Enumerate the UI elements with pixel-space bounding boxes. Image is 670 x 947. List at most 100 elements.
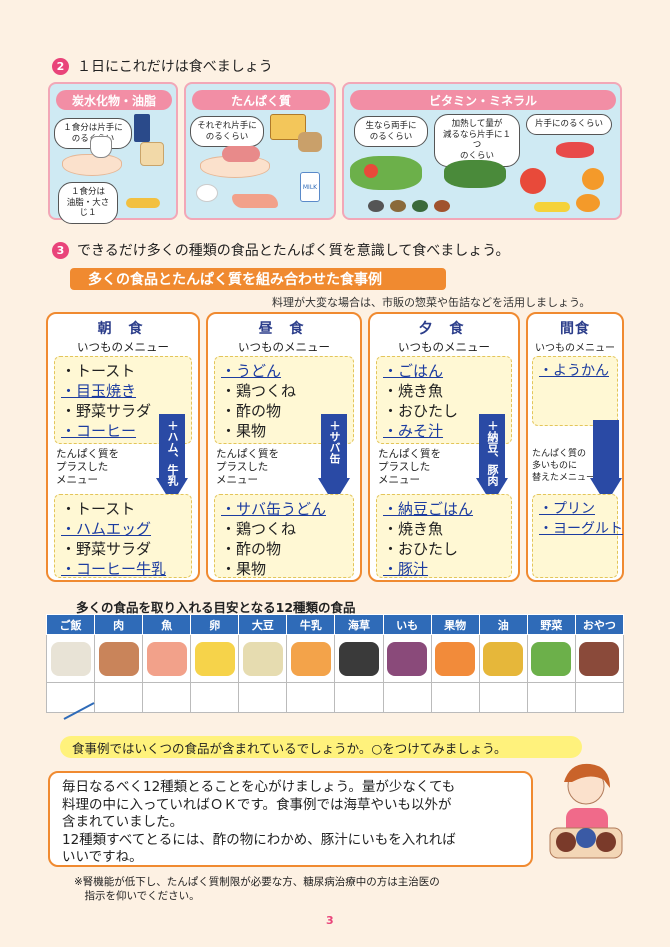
- medical-footnote: ※腎機能が低下し、たんぱく質制限が必要な方、糖尿病治療中の方は主治医の 指示を仰…: [74, 875, 440, 903]
- meal-dinner: 夕 食 いつものメニュー ・ごはん ・焼き魚 ・おひたし ・みそ汁 たんぱく質を…: [368, 312, 520, 582]
- circle-mark-cell[interactable]: [94, 682, 144, 713]
- down-arrow-icon: ＋ハム、牛乳: [152, 414, 192, 504]
- food-column-header: 海草: [334, 614, 384, 635]
- arrow-addition-label: ＋ハム、牛乳: [166, 420, 179, 486]
- food-image-cell: [574, 634, 625, 683]
- protein-plus-label: たんぱく質を プラスした メニュー: [56, 448, 119, 486]
- circle-mark-cell[interactable]: [190, 682, 240, 713]
- section-number-badge: 3: [52, 241, 69, 259]
- tomato-illustration: [364, 164, 378, 178]
- meal-lunch: 昼 食 いつものメニュー ・うどん ・鶏つくね ・酢の物 ・果物 たんぱく質を …: [206, 312, 362, 582]
- usual-menu-list: ・ようかん: [532, 356, 618, 426]
- section-number-badge: 2: [52, 57, 69, 75]
- section2-title: １日にこれだけは食べましょう: [77, 59, 273, 75]
- menu-item: ・鶏つくね: [221, 520, 297, 538]
- side-dish-illustration: [390, 200, 406, 212]
- menu-item: ・うどん: [221, 362, 282, 380]
- food-column-header: 肉: [94, 614, 144, 635]
- food-column-header: 魚: [142, 614, 192, 635]
- food-table-title: 多くの食品を取り入れる目安となる12種類の食品: [76, 600, 356, 615]
- section3-header: 3 できるだけ多くの種類の食品とたんぱく質を意識して食べましょう。: [52, 240, 509, 260]
- food-image-cell: [286, 634, 336, 683]
- food-illustration: [290, 641, 331, 676]
- circle-mark-cell[interactable]: [142, 682, 192, 713]
- food-image-cell: [142, 634, 192, 683]
- usual-menu-label: いつものメニュー: [535, 343, 615, 354]
- section3-title: できるだけ多くの種類の食品とたんぱく質を意識して食べましょう。: [77, 243, 510, 259]
- meal-examples-subtitle: 多くの食品とたんぱく質を組み合わせた食事例: [70, 268, 446, 290]
- carbs-panel: 炭水化物・油脂 １食分は片手に のるくらい １食分は 油脂・大さじ１: [48, 82, 178, 224]
- food-illustration: [146, 641, 187, 676]
- circle-mark-cell[interactable]: [45, 682, 96, 713]
- food-column-header: 牛乳: [286, 614, 336, 635]
- table-image-row: [45, 634, 625, 683]
- table-mark-row: [45, 682, 625, 713]
- protein-plus-label: たんぱく質を プラスした メニュー: [378, 448, 441, 486]
- usual-menu-label: いつものメニュー: [238, 340, 330, 354]
- vitamin-bubble-cooked: 加熱して量が 減るなら片手に１つ のくらい: [434, 114, 520, 167]
- advice-line: 12種類すべてとるには、酢の物にわかめ、豚汁にいもを入れれば: [62, 831, 456, 848]
- protein-panel: たんぱく質 それぞれ片手に のるくらい MILK: [184, 82, 336, 220]
- menu-item: ・鶏つくね: [221, 382, 297, 400]
- orange-illustration: [582, 168, 604, 190]
- food-illustration: [579, 641, 620, 676]
- vitamin-bubble-raw: 生なら両手に のるくらい: [354, 116, 428, 148]
- protein-menu-list: ・プリン ・ヨーグルト: [532, 494, 623, 578]
- menu-item: ・プリン: [539, 501, 595, 517]
- menu-item: ・果物: [221, 422, 267, 440]
- twelve-foods-table: ご飯肉魚卵大豆牛乳海草いも果物油野菜おやつ: [45, 614, 625, 713]
- menu-item: ・コーヒー牛乳: [61, 560, 167, 578]
- menu-item: ・野菜サラダ: [61, 540, 152, 558]
- banana-illustration: [534, 202, 570, 212]
- food-image-cell: [478, 634, 528, 683]
- food-column-header: ご飯: [45, 614, 96, 635]
- food-illustration: [242, 641, 283, 676]
- menu-item: ・果物: [221, 560, 267, 578]
- circle-mark-cell[interactable]: [478, 682, 528, 713]
- food-illustration: [194, 641, 235, 676]
- protein-plus-label: たんぱく質の 多いものに 替えたメニュー: [532, 449, 596, 483]
- carbs-bubble-oil: １食分は 油脂・大さじ１: [58, 182, 118, 224]
- down-arrow-icon: ＋納豆、豚肉: [472, 414, 512, 504]
- circle-mark-cell[interactable]: [430, 682, 480, 713]
- circle-mark-cell[interactable]: [382, 682, 432, 713]
- carbs-panel-title: 炭水化物・油脂: [56, 90, 172, 110]
- food-image-cell: [45, 634, 96, 683]
- food-illustration: [339, 641, 379, 676]
- vitamin-bubble-fruit: 片手にのるくらい: [526, 114, 612, 135]
- footnote-line: ※腎機能が低下し、たんぱく質制限が必要な方、糖尿病治療中の方は主治医の: [74, 876, 440, 888]
- circle-mark-cell[interactable]: [238, 682, 288, 713]
- menu-item: ・トースト: [61, 500, 136, 518]
- usual-menu-list: ・トースト ・目玉焼き ・野菜サラダ ・コーヒー: [54, 356, 192, 444]
- protein-menu-list: ・サバ缶うどん ・鶏つくね ・酢の物 ・果物: [214, 494, 354, 578]
- menu-item: ・ようかん: [539, 363, 609, 379]
- food-column-header: 卵: [190, 614, 240, 635]
- natto-illustration: [298, 132, 322, 152]
- menu-item: ・サバ缶うどん: [221, 500, 327, 518]
- circle-mark-cell[interactable]: [526, 682, 576, 713]
- meal-title: 間食: [560, 321, 590, 337]
- food-illustration: [531, 641, 572, 676]
- protein-plus-label: たんぱく質を プラスした メニュー: [216, 448, 279, 486]
- salad-illustration: [350, 156, 422, 190]
- circle-mark-cell[interactable]: [286, 682, 336, 713]
- circle-mark-cell[interactable]: [334, 682, 384, 713]
- snack-bag-illustration: [134, 114, 150, 142]
- strawberries-illustration: [556, 142, 594, 158]
- menu-item: ・おひたし: [383, 540, 459, 558]
- apple-illustration: [520, 168, 546, 194]
- menu-item: ・おひたし: [383, 402, 459, 420]
- meat-illustration: [222, 146, 260, 162]
- food-image-cell: [238, 634, 288, 683]
- circle-mark-cell[interactable]: [574, 682, 625, 713]
- menu-item: ・豚汁: [383, 560, 429, 578]
- page-number: 3: [326, 914, 334, 927]
- food-illustration: [50, 641, 91, 676]
- protein-menu-list: ・トースト ・ハムエッグ ・野菜サラダ ・コーヒー牛乳: [54, 494, 192, 578]
- section2-header: 2 １日にこれだけは食べましょう: [52, 56, 273, 76]
- menu-item: ・ヨーグルト: [539, 521, 623, 537]
- food-illustration: [98, 641, 139, 676]
- side-dish-illustration: [434, 200, 450, 212]
- food-column-header: 大豆: [238, 614, 288, 635]
- menu-item: ・みそ汁: [383, 422, 444, 440]
